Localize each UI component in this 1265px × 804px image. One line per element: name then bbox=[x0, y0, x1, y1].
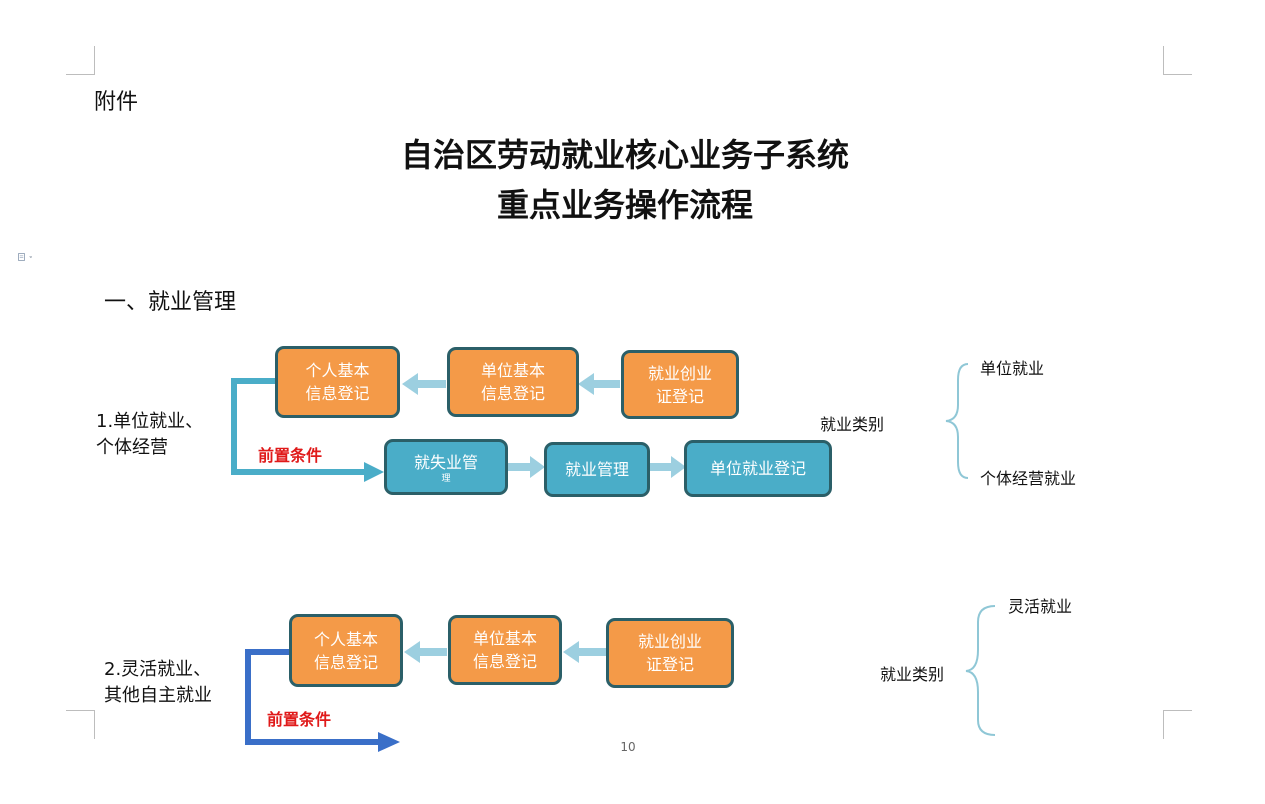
flow1-box-employment-mgmt[interactable]: 就业管理 bbox=[544, 442, 650, 497]
flow1-precondition-arrow bbox=[231, 378, 368, 475]
box-line-1: 个人基本 bbox=[305, 361, 370, 380]
document-title-line-1: 自治区劳动就业核心业务子系统 bbox=[400, 136, 849, 174]
section-heading: 一、就业管理 bbox=[104, 290, 237, 315]
flow1-category-item-self-employed: 个体经营就业 bbox=[980, 469, 1077, 488]
box-line-1: 就业创业 bbox=[647, 363, 712, 383]
corner-mark-bottom-left bbox=[66, 710, 95, 739]
flow1-box-unit-employment-reg[interactable]: 单位就业登记 bbox=[684, 440, 832, 497]
box-line-1: 就业管理 bbox=[564, 460, 629, 479]
flow2-box-personal-info[interactable]: 个人基本信息登记 bbox=[289, 614, 403, 687]
flow1-box-personal-info[interactable]: 个人基本信息登记 bbox=[275, 346, 400, 418]
flow2-box-employment-card[interactable]: 就业创业证登记 bbox=[606, 618, 734, 688]
box-line-2: 信息登记 bbox=[313, 652, 378, 672]
flow1-label-line-1: 1.单位就业、 bbox=[96, 411, 204, 432]
box-line-2: 证登记 bbox=[645, 655, 694, 674]
box-line-2: 信息登记 bbox=[305, 384, 370, 403]
corner-mark-top-right bbox=[1163, 46, 1192, 75]
attachment-label: 附件 bbox=[94, 90, 139, 115]
box-line-1: 就失业管 bbox=[413, 452, 478, 472]
page-number: 10 bbox=[620, 740, 636, 754]
flow2-precondition-arrow bbox=[245, 649, 382, 745]
document-title-line-2: 重点业务操作流程 bbox=[496, 186, 753, 224]
flow1-precondition-label: 前置条件 bbox=[258, 446, 323, 465]
box-line-2: 证登记 bbox=[655, 386, 704, 406]
box-line-1: 就业创业 bbox=[637, 632, 702, 651]
flow2-box-unit-info[interactable]: 单位基本信息登记 bbox=[448, 615, 562, 685]
box-line-1: 个人基本 bbox=[313, 629, 378, 649]
box-line-1: 单位基本 bbox=[472, 629, 537, 648]
box-line-1: 单位就业登记 bbox=[709, 459, 806, 478]
corner-mark-top-left bbox=[66, 46, 95, 75]
flow2-category-brace bbox=[965, 605, 996, 736]
flow2-label: 2.灵活就业、 其他自主就业 bbox=[104, 657, 212, 709]
flow1-top-arrows bbox=[402, 373, 620, 395]
box-line-2: 信息登记 bbox=[480, 384, 545, 403]
flow2-top-arrows bbox=[404, 641, 606, 663]
flow1-bottom-arrows bbox=[508, 456, 686, 478]
corner-mark-bottom-right bbox=[1163, 710, 1192, 739]
flow1-category-brace bbox=[945, 363, 969, 479]
flow1-label-line-2: 个体经营 bbox=[96, 437, 168, 458]
flow1-category-item-unit: 单位就业 bbox=[980, 359, 1045, 378]
flow1-box-unemployment-mgmt[interactable]: 就失业管理 bbox=[384, 439, 508, 495]
flow2-category-item-flexible: 灵活就业 bbox=[1008, 597, 1073, 616]
flow2-category-label: 就业类别 bbox=[880, 665, 945, 684]
flow2-precondition-label: 前置条件 bbox=[267, 710, 332, 729]
flow2-label-line-2: 其他自主就业 bbox=[104, 685, 212, 706]
flow1-category-label: 就业类别 bbox=[820, 415, 885, 434]
flow2-label-line-1: 2.灵活就业、 bbox=[104, 659, 212, 680]
box-line-2: 理 bbox=[441, 473, 451, 484]
flow1-box-employment-card[interactable]: 就业创业证登记 bbox=[621, 350, 739, 419]
flow1-label: 1.单位就业、 个体经营 bbox=[96, 409, 203, 461]
box-line-1: 单位基本 bbox=[480, 361, 545, 380]
flow1-box-unit-info[interactable]: 单位基本信息登记 bbox=[447, 347, 579, 417]
document-icon[interactable] bbox=[18, 250, 32, 264]
box-line-2: 信息登记 bbox=[472, 652, 537, 671]
